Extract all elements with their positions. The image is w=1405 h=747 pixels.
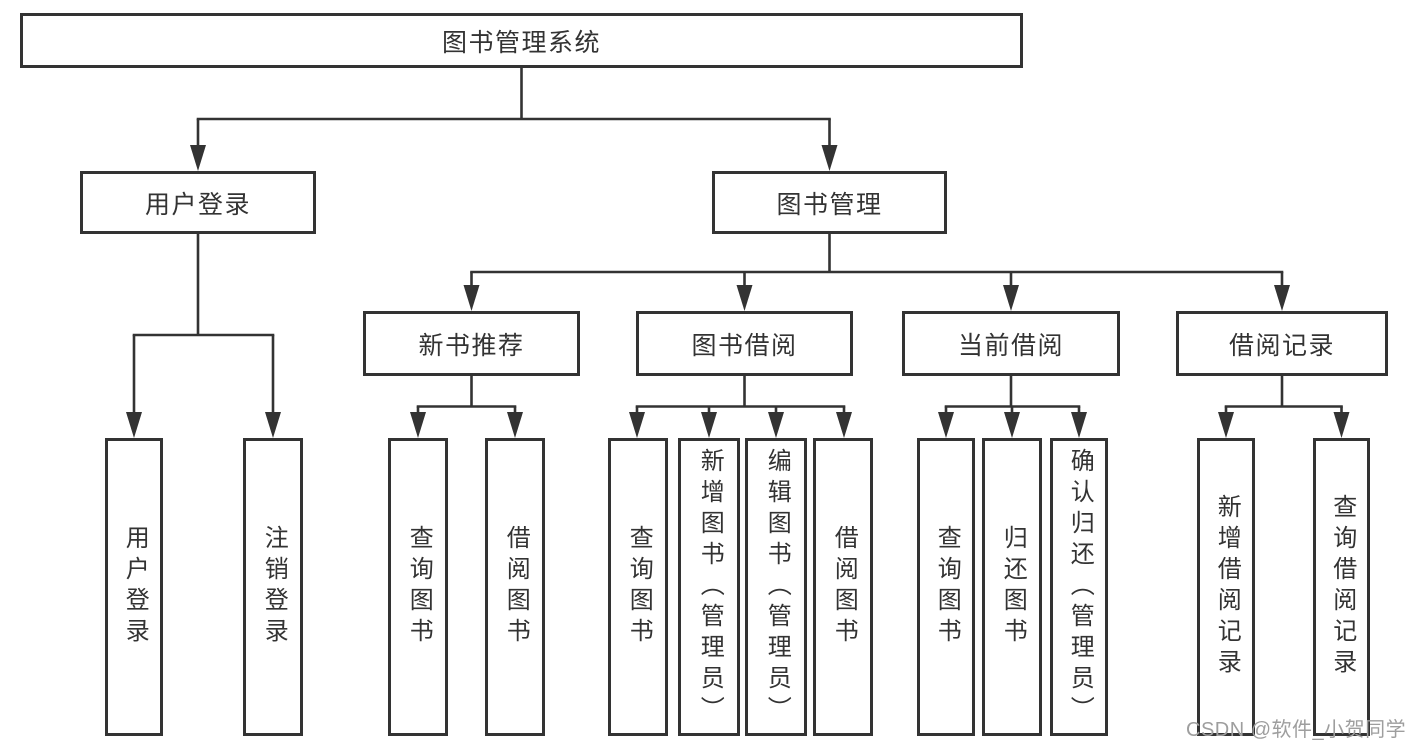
node-label: 借阅记录 [1228,331,1335,360]
node-label: 归还图书 [999,525,1027,649]
leaf-borrow-books-recommend: 借阅图书 [485,438,545,736]
node-label: 查询图书 [625,525,653,649]
csdn-watermark: CSDN @软件_小贺同学 [1186,719,1405,741]
node-label: 查询图书 [933,525,961,649]
node-label: 新书推荐 [418,331,525,360]
leaf-edit-books-admin: 编辑图书（管理员） [745,438,807,736]
leaf-query-books-recommend: 查询图书 [388,438,448,736]
node-current-borrowing: 当前借阅 [902,311,1120,376]
leaf-add-borrowing-record: 新增借阅记录 [1197,438,1255,736]
node-label: 借阅图书 [502,525,530,649]
node-label: 确认归还（管理员） [1066,447,1094,727]
node-label: 图书管理 [776,190,883,219]
node-label: 新增借阅记录 [1213,494,1241,680]
leaf-user-login: 用户登录 [105,438,163,736]
node-book-management: 图书管理 [712,171,947,234]
leaf-confirm-return-admin: 确认归还（管理员） [1050,438,1108,736]
node-label: 查询图书 [405,525,433,649]
node-label: 用户登录 [121,525,149,649]
leaf-logout: 注销登录 [243,438,303,736]
node-label: 查询借阅记录 [1328,494,1356,680]
leaf-query-books-borrowing: 查询图书 [608,438,668,736]
node-label: 注销登录 [260,525,288,649]
leaf-add-books-admin: 新增图书（管理员） [678,438,740,736]
node-label: 借阅图书 [830,525,858,649]
node-label: 图书借阅 [691,331,798,360]
node-label: 新增图书（管理员） [696,447,724,727]
node-root-library-system: 图书管理系统 [20,13,1023,68]
node-label: 编辑图书（管理员） [763,447,791,727]
node-label: 图书管理系统 [441,28,601,57]
node-new-book-recommend: 新书推荐 [363,311,580,376]
leaf-query-borrowing-record: 查询借阅记录 [1313,438,1370,736]
leaf-return-books: 归还图书 [982,438,1042,736]
leaf-borrow-books-borrowing: 借阅图书 [813,438,873,736]
leaf-query-books-current: 查询图书 [917,438,975,736]
node-label: 当前借阅 [957,331,1064,360]
node-book-borrowing: 图书借阅 [636,311,853,376]
node-label: 用户登录 [144,190,251,219]
node-borrowing-records: 借阅记录 [1176,311,1388,376]
node-user-login: 用户登录 [80,171,316,234]
